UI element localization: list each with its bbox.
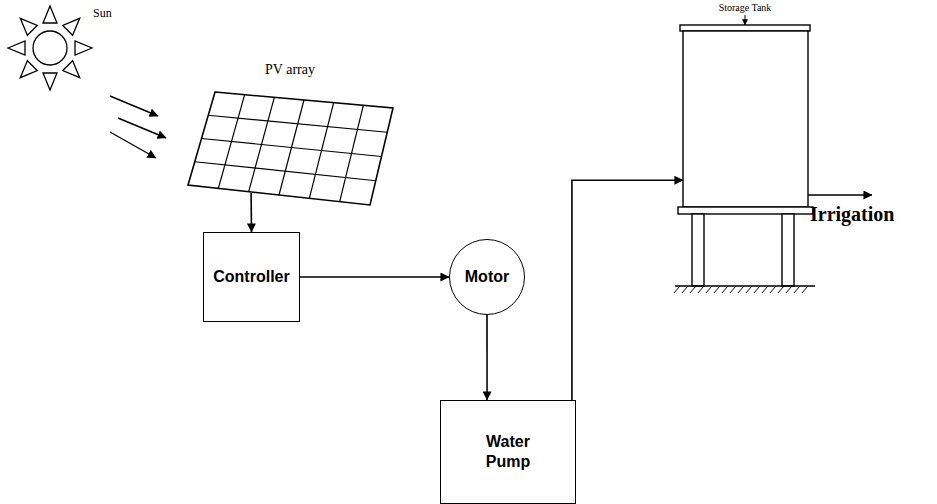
- ground-hatch: [786, 286, 792, 293]
- outflow-arrow: [808, 194, 872, 196]
- ground-hatch: [690, 286, 696, 293]
- ground-hatch: [706, 286, 712, 293]
- node-label: Controller: [213, 267, 289, 287]
- ground-hatch: [698, 286, 704, 293]
- sun-disc: [33, 31, 67, 65]
- process-box: Controller: [203, 232, 300, 322]
- ground-hatch: [778, 286, 784, 293]
- cell-line: [208, 115, 387, 132]
- ground-hatch: [730, 286, 736, 293]
- pv-panel: [188, 92, 393, 205]
- node-label: PV array: [220, 62, 360, 78]
- ground-hatch: [770, 286, 776, 293]
- cell-line: [202, 139, 382, 157]
- ground-hatch: [746, 286, 752, 293]
- sun-ray-triangle: [63, 61, 80, 78]
- sun-ray-triangle: [43, 6, 57, 23]
- storage-tank: [674, 15, 815, 293]
- flow-label: Irrigation: [810, 203, 894, 226]
- cell-line: [195, 162, 376, 181]
- sun-ray-triangle: [43, 73, 57, 90]
- pv-array-node: PV array: [180, 62, 405, 217]
- tank-leg: [692, 214, 704, 286]
- node-label: Motor: [465, 267, 509, 287]
- flow-arrow: [572, 180, 683, 400]
- ground-hatch: [762, 286, 768, 293]
- sun-symbol: [8, 6, 92, 90]
- ground-hatch: [794, 286, 800, 293]
- tank-lid: [680, 25, 810, 31]
- flow-arrow: [250, 193, 252, 232]
- sun-ray-triangle: [8, 41, 25, 55]
- tank-leg: [782, 214, 794, 286]
- tank-base: [678, 207, 813, 214]
- ground-hatch: [714, 286, 720, 293]
- flow-arrow: [118, 118, 166, 138]
- node-label: Water Pump: [468, 432, 548, 472]
- node-label: Sun: [93, 7, 127, 21]
- sun-ray-triangle: [20, 18, 37, 35]
- sun-ray: [110, 96, 158, 116]
- sun-ray-triangle: [63, 18, 80, 35]
- sun-ray: [110, 132, 156, 158]
- ground-hatch: [738, 286, 744, 293]
- process-box: Water Pump: [440, 400, 576, 504]
- ground-hatch: [682, 286, 688, 293]
- sun-node: Sun: [5, 3, 130, 103]
- flow-arrow: [300, 276, 449, 278]
- ground-hatch: [802, 286, 808, 293]
- ground-hatch: [674, 286, 680, 293]
- flow-arrow: [486, 315, 488, 400]
- sun-ray-triangle: [20, 61, 37, 78]
- ground-hatch: [754, 286, 760, 293]
- storage-tank-node: Storage Tank: [660, 0, 830, 297]
- motor-circle: Motor: [449, 239, 525, 315]
- leader-arrow: [745, 15, 746, 25]
- tank-body: [683, 31, 808, 207]
- label-holder: Irrigation: [810, 203, 894, 226]
- ground-hatch: [722, 286, 728, 293]
- sun-ray-triangle: [75, 41, 92, 55]
- node-label: Storage Tank: [690, 2, 800, 14]
